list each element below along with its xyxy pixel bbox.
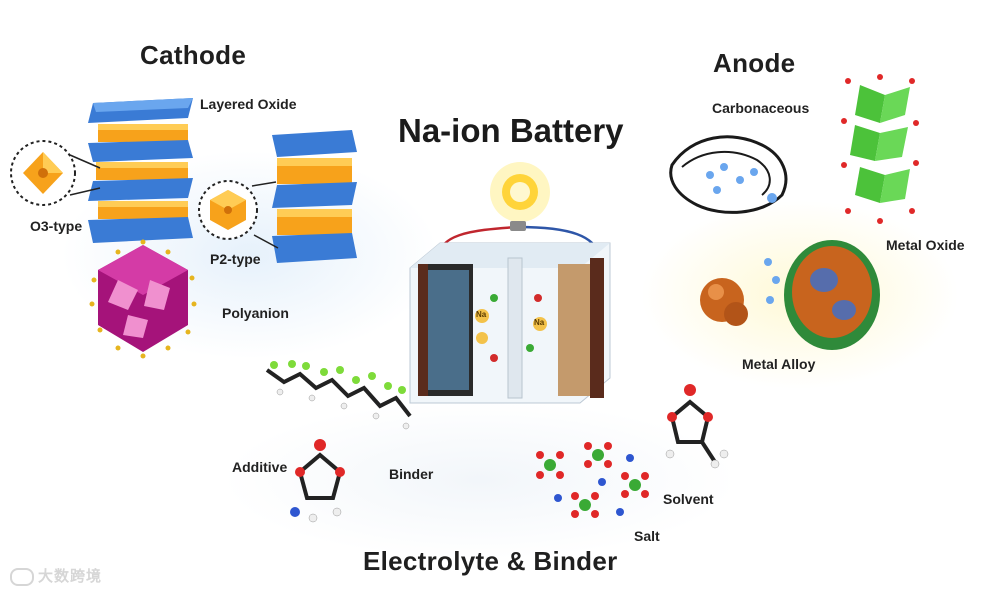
- binder-polymer-chain: [262, 362, 412, 447]
- p2-zoom-circle: [196, 178, 260, 242]
- metal-oxide-structure: [840, 75, 920, 225]
- o3-zoom-circle: [8, 138, 78, 208]
- cathode-heading: Cathode: [140, 40, 246, 71]
- o3-orange-layer-3: [98, 201, 188, 219]
- metal-oxide-label: Metal Oxide: [886, 237, 965, 253]
- watermark-icon: [10, 568, 34, 586]
- o3-type-label: O3-type: [30, 218, 82, 234]
- salt-molecules: [530, 440, 660, 530]
- p2-layered-oxide-structure: [272, 130, 357, 280]
- cathode-plate: [558, 258, 604, 398]
- solvent-label: Solvent: [663, 491, 714, 507]
- layered-oxide-label: Layered Oxide: [200, 96, 297, 112]
- anode-heading: Anode: [713, 48, 795, 79]
- small-alloy-particle: [700, 278, 748, 326]
- watermark-text: 大数跨境: [38, 568, 102, 585]
- p2-blue-layer-2: [272, 182, 357, 208]
- na-ion-label-2: Na: [534, 318, 544, 327]
- salt-na-cations: [554, 454, 634, 516]
- separator: [508, 258, 522, 398]
- salt-pf6-1: [536, 451, 564, 479]
- binder-hydrogen-atoms: [277, 389, 409, 429]
- electrolyte-heading: Electrolyte & Binder: [363, 546, 618, 577]
- o3-blue-layer-1: [88, 98, 193, 123]
- p2-type-label: P2-type: [210, 251, 261, 267]
- p2-orange-layer-1: [277, 158, 352, 184]
- additive-label: Additive: [232, 459, 287, 475]
- additive-molecule: [285, 440, 355, 530]
- metal-oxide-octahedra: [850, 85, 910, 203]
- alloy-na-ions: [764, 258, 780, 304]
- salt-pf6-4: [621, 472, 649, 498]
- binder-label: Binder: [389, 466, 433, 482]
- p2-blue-layer-1: [272, 130, 357, 157]
- polyanion-structure: [88, 240, 198, 360]
- carbonaceous-structure: [662, 125, 802, 220]
- anode-plate: [418, 264, 473, 396]
- battery-cell: [410, 238, 620, 408]
- salt-pf6-3: [571, 492, 599, 518]
- polyanion-label: Polyanion: [222, 305, 289, 321]
- polyanion-polyhedra: [98, 245, 188, 352]
- salt-label: Salt: [634, 528, 660, 544]
- o3-orange-layer-1: [98, 124, 188, 142]
- p2-blue-layer-3: [272, 233, 357, 263]
- solvent-molecule: [660, 382, 730, 477]
- o3-connector-lines: [70, 150, 110, 200]
- carbonaceous-label: Carbonaceous: [712, 100, 809, 116]
- large-alloy-particle: [784, 240, 880, 350]
- metal-alloy-particles: [682, 230, 882, 355]
- p2-orange-layer-2: [277, 209, 352, 235]
- diagram-title: Na-ion Battery: [398, 112, 624, 150]
- p2-connector-lines: [252, 180, 282, 250]
- na-ion-label-1: Na: [476, 310, 486, 319]
- watermark-logo: 大数跨境: [10, 565, 102, 586]
- metal-alloy-label: Metal Alloy: [742, 356, 815, 372]
- salt-pf6-2: [584, 442, 612, 468]
